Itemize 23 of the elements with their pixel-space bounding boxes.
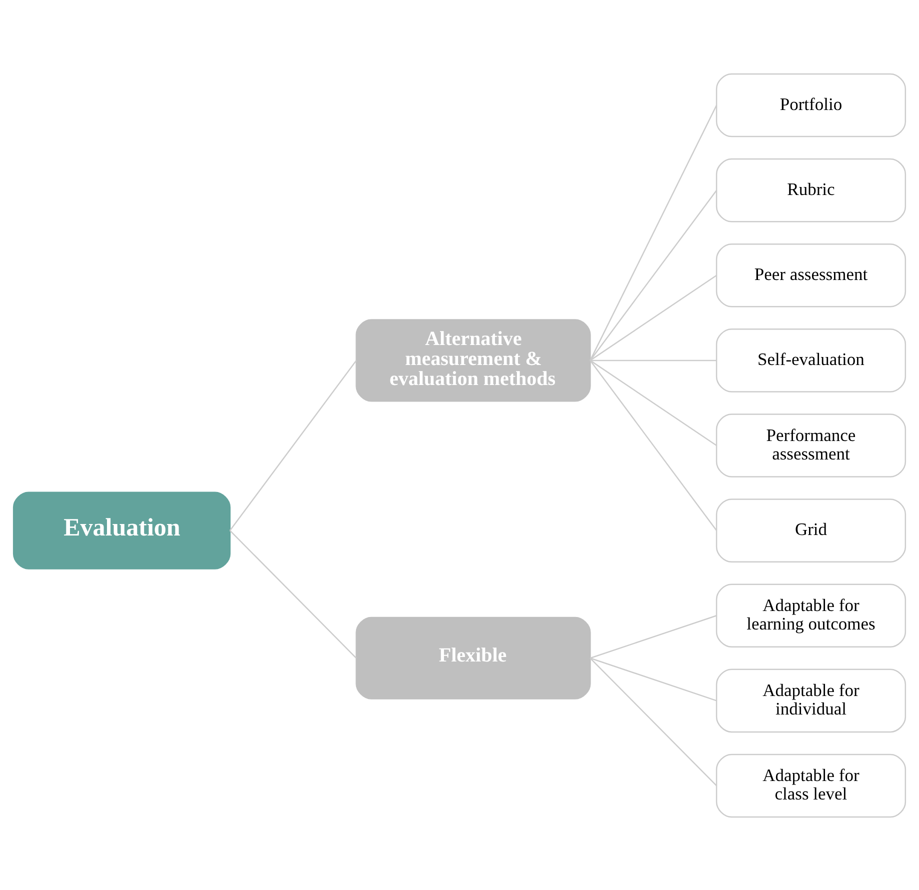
node-box: Self-evaluation xyxy=(716,328,906,392)
node-box: Peer assessment xyxy=(716,243,906,307)
connector xyxy=(590,359,717,446)
node-box: Rubric xyxy=(716,158,906,222)
node-box: Alternative measurement & evaluation methods xyxy=(356,318,591,402)
node-box: Flexible xyxy=(356,616,591,699)
node-box: Performance assessment xyxy=(716,413,906,477)
connector xyxy=(590,657,717,786)
connector xyxy=(590,104,718,360)
node-box: Portfolio xyxy=(716,72,906,137)
connector xyxy=(590,360,718,530)
node-box: Grid xyxy=(716,498,906,562)
connector xyxy=(590,189,718,360)
node-box: Adaptable for individual xyxy=(716,668,906,732)
connector xyxy=(590,274,717,360)
connector xyxy=(590,359,717,361)
node-box: Adaptable for class level xyxy=(716,753,906,818)
node-box: Adaptable for learning outcomes xyxy=(716,583,906,647)
connector xyxy=(590,614,717,658)
connector xyxy=(590,657,717,701)
connector xyxy=(230,530,357,658)
connector xyxy=(229,360,357,530)
node-box: Evaluation xyxy=(12,491,231,569)
